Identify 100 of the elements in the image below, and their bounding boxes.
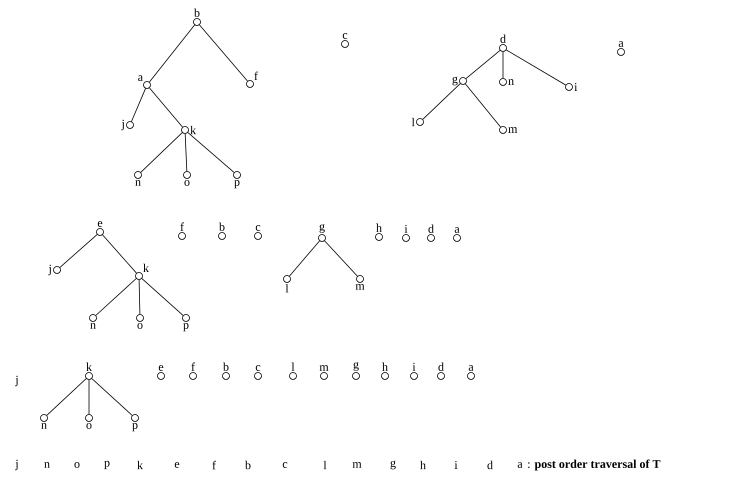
node-label: p	[234, 180, 240, 188]
tree-node: g	[318, 224, 326, 242]
tree-node: k	[135, 264, 149, 280]
node-label: j	[121, 120, 124, 130]
node-letter: i	[454, 461, 458, 469]
node-label: k	[86, 362, 92, 371]
tree-node: g	[352, 362, 360, 380]
tree-node: p	[233, 171, 241, 188]
node-letter: f	[212, 460, 216, 470]
tree-node: l	[412, 118, 424, 126]
node-letter: l	[324, 460, 326, 470]
tree-edge	[96, 278, 137, 316]
node-letter: n	[44, 462, 50, 468]
node-label: d	[428, 224, 434, 233]
tree-node: a	[453, 227, 461, 242]
tree-edge	[466, 50, 500, 79]
node-label: f	[191, 362, 196, 371]
node-label: g	[354, 362, 359, 371]
node-label: h	[382, 362, 388, 371]
tree-node: a	[617, 41, 625, 56]
tree-edge	[502, 52, 504, 78]
node-label: l	[286, 284, 288, 292]
tree-edge	[140, 132, 183, 173]
tree-edge	[92, 378, 133, 416]
node-letter: d	[487, 460, 493, 470]
node-label: a	[454, 227, 460, 233]
node-label: m	[356, 284, 364, 290]
node-letter: j	[15, 376, 18, 386]
tree-edge	[506, 50, 566, 86]
tree-node: i	[565, 83, 578, 91]
node-label: g	[452, 76, 458, 86]
tree-node: j	[48, 264, 61, 276]
node-label: a	[618, 41, 624, 47]
tree-edge	[324, 240, 358, 277]
node-label: i	[412, 362, 416, 371]
tree-node: m	[499, 126, 518, 134]
tree-node: f	[178, 222, 186, 240]
tree-edge	[88, 379, 90, 414]
tree-node: d	[437, 362, 445, 380]
tree-node: e	[96, 221, 104, 236]
tree-node: p	[131, 414, 139, 432]
node-letter: m	[352, 462, 362, 468]
tree-node: o	[183, 171, 191, 186]
node-label: e	[158, 365, 164, 371]
node-label: p	[132, 423, 138, 432]
node-letter: c	[282, 462, 288, 468]
node-letter: h	[420, 460, 426, 470]
node-label: e	[98, 221, 102, 227]
node-label: o	[86, 423, 92, 429]
node-letter: j	[15, 460, 18, 470]
tree-node: a	[138, 75, 151, 89]
tree-node: c	[341, 33, 349, 48]
tree-edge	[142, 278, 184, 316]
tree-node: n	[89, 314, 97, 329]
tree-edge	[465, 84, 501, 128]
node-label: j	[48, 264, 51, 276]
node-label: c	[342, 33, 348, 39]
node-label: d	[438, 362, 444, 371]
tree-node: i	[410, 362, 418, 380]
tree-edge	[102, 234, 137, 274]
node-label: n	[90, 323, 96, 329]
tree-node: d	[499, 34, 507, 52]
node-label: f	[180, 222, 184, 231]
tree-node: o	[136, 314, 144, 329]
node-label: o	[137, 323, 143, 329]
node-label: m	[508, 127, 518, 133]
tree-node: c	[254, 365, 262, 380]
tree-edge	[289, 240, 320, 276]
node-label: d	[500, 34, 506, 43]
tree-node: c	[254, 225, 262, 240]
node-label: k	[143, 264, 149, 272]
node-label: n	[508, 79, 514, 85]
caption-text: : post order traversal of T	[528, 459, 660, 470]
node-label: m	[320, 365, 328, 371]
tree-node: h	[381, 362, 389, 380]
node-letter: g	[390, 460, 396, 470]
tree-node: a	[467, 365, 475, 380]
node-label: l	[292, 362, 294, 371]
tree-node: n	[499, 78, 514, 86]
tree-node: b	[193, 8, 201, 26]
node-letter: b	[245, 460, 251, 470]
node-letter: e	[174, 462, 180, 468]
tree-node: n	[40, 414, 48, 429]
node-label: b	[194, 8, 200, 17]
tree-node: f	[189, 362, 197, 380]
node-label: o	[184, 180, 190, 186]
node-label: c	[256, 365, 260, 371]
tree-edge	[46, 378, 87, 416]
node-label: i	[574, 83, 578, 91]
node-label: c	[256, 225, 260, 231]
node-letter: o	[74, 462, 80, 468]
tree-node: e	[157, 365, 165, 380]
tree-edge	[422, 83, 461, 120]
node-label: b	[223, 362, 229, 371]
tree-node: n	[134, 171, 142, 186]
node-label: h	[376, 224, 382, 232]
node-label: f	[254, 72, 258, 80]
tree-edge	[199, 24, 248, 82]
node-label: g	[320, 224, 325, 233]
tree-node: d	[427, 224, 435, 242]
